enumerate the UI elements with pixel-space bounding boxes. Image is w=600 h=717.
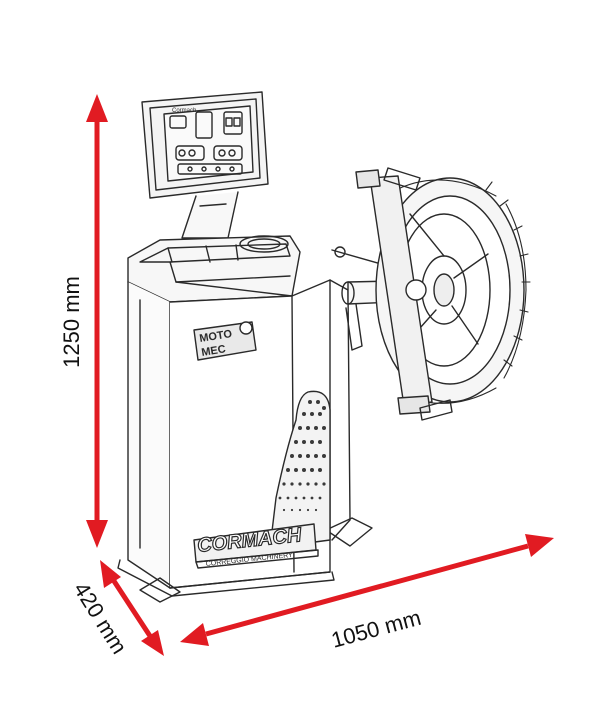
side-logo-plate: [193, 321, 257, 361]
wheel-assembly: [355, 167, 531, 421]
screen-label: Cormach: [172, 108, 196, 114]
side-logo: MOTO MEC: [199, 328, 234, 359]
height-label: 1250 mm: [59, 276, 84, 368]
monitor-support-arm: [181, 191, 239, 239]
display-monitor: Cormach: [141, 91, 269, 199]
width-dimension-arrow: [180, 534, 554, 646]
height-dimension-arrow: [86, 94, 108, 548]
wheel-balancer-drawing: Cormach: [117, 91, 531, 603]
main-logo-plate: [193, 523, 319, 569]
side-logo-line1: MOTO: [199, 328, 234, 345]
width-label: 1050 mm: [329, 605, 424, 653]
weights-tray: [127, 235, 301, 303]
depth-dimension-arrow: [100, 560, 164, 656]
dot-pattern-panel: [269, 390, 331, 549]
side-logo-line2: MEC: [201, 343, 227, 359]
